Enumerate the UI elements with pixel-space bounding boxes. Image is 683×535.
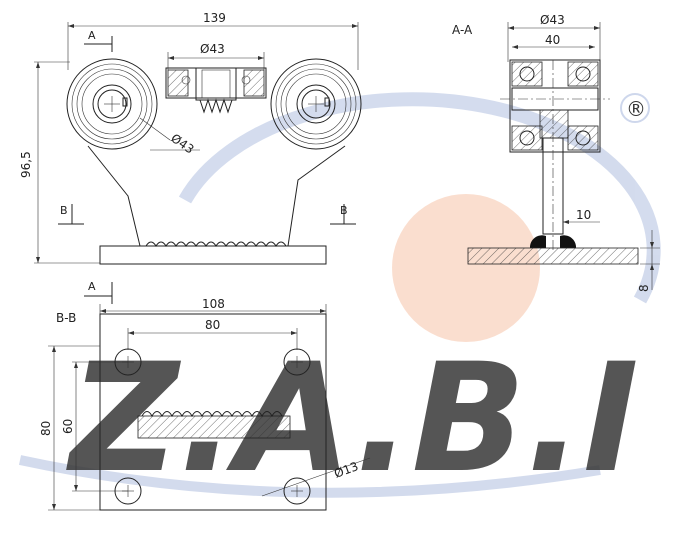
dim-plate-108: 108 — [202, 297, 225, 311]
dim-stem-10: 10 — [576, 208, 591, 222]
cut-b-label-left: B — [60, 204, 68, 217]
cut-a-label-bottom: A — [88, 280, 96, 293]
cut-a-label-top: A — [88, 29, 96, 42]
right-wheel — [270, 58, 362, 150]
dim-width-139: 139 — [203, 11, 226, 25]
registered-circle — [620, 93, 650, 123]
dim-height-96-5: 96,5 — [19, 151, 33, 178]
watermark-blue-arc-2 — [18, 455, 601, 498]
watermark-blue-arc — [178, 92, 661, 304]
registered-mark: ® — [626, 97, 646, 121]
dim-aa-40: 40 — [545, 33, 560, 47]
dim-bearing-43: Ø43 — [200, 42, 225, 56]
mounting-holes — [114, 348, 311, 505]
dim-hole-spacing-80: 80 — [205, 318, 220, 332]
section-aa: A-A Ø43 40 10 — [452, 13, 660, 292]
center-bearing: Ø43 — [165, 42, 267, 114]
section-bb-label: B-B — [56, 311, 76, 325]
watermark-orange-circle — [392, 194, 540, 342]
dim-plate-80: 80 — [39, 421, 53, 436]
left-wheel — [66, 58, 158, 150]
plate-view-bb: A B-B 108 80 80 60 — [39, 280, 371, 511]
watermark: Z.A.B.I ® — [18, 92, 661, 506]
front-view: 139 A 96,5 — [19, 11, 362, 265]
dim-hole-spacing-60: 60 — [61, 419, 75, 434]
dim-wheel-43: Ø43 — [168, 131, 196, 157]
section-aa-label: A-A — [452, 23, 473, 37]
dim-aa-43: Ø43 — [540, 13, 565, 27]
dim-plate-8: 8 — [637, 284, 651, 292]
